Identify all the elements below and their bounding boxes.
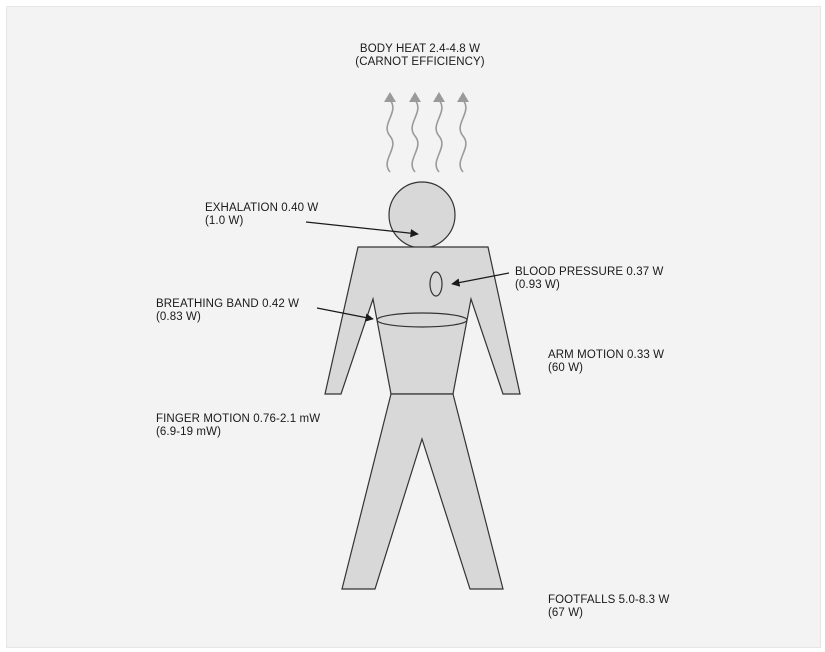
footfalls-label: FOOTFALLS 5.0-8.3 W (67 W) xyxy=(548,594,669,620)
heat-wave-4 xyxy=(460,100,466,172)
finger-motion-line1: FINGER MOTION 0.76-2.1 mW xyxy=(156,413,320,426)
finger-motion-line2: (6.9-19 mW) xyxy=(156,426,320,439)
exhalation-line2: (1.0 W) xyxy=(205,215,318,228)
body-heat-line1: BODY HEAT 2.4-4.8 W xyxy=(330,43,510,56)
exhalation-line1: EXHALATION 0.40 W xyxy=(205,202,318,215)
legs xyxy=(342,394,503,589)
arm-motion-line2: (60 W) xyxy=(548,362,664,375)
arm-motion-line1: ARM MOTION 0.33 W xyxy=(548,349,664,362)
footfalls-line2: (67 W) xyxy=(548,607,669,620)
body-heat-label: BODY HEAT 2.4-4.8 W (CARNOT EFFICIENCY) xyxy=(330,43,510,69)
exhalation-label: EXHALATION 0.40 W (1.0 W) xyxy=(205,202,318,228)
finger-motion-label: FINGER MOTION 0.76-2.1 mW (6.9-19 mW) xyxy=(156,413,320,439)
heat-wave-1 xyxy=(387,100,393,172)
body-heat-line2: (CARNOT EFFICIENCY) xyxy=(330,56,510,69)
head xyxy=(389,182,455,248)
heat-wave-3 xyxy=(436,100,442,172)
blood-pressure-line1: BLOOD PRESSURE 0.37 W xyxy=(515,266,663,279)
heat-arrowhead-1 xyxy=(384,92,396,102)
torso-and-arms xyxy=(325,247,520,394)
blood-pressure-line2: (0.93 W) xyxy=(515,279,663,292)
blood-pressure-label: BLOOD PRESSURE 0.37 W (0.93 W) xyxy=(515,266,663,292)
heat-wave-2 xyxy=(412,100,418,172)
heat-waves xyxy=(387,100,466,172)
arm-motion-label: ARM MOTION 0.33 W (60 W) xyxy=(548,349,664,375)
heat-arrowhead-3 xyxy=(433,92,445,102)
breathing-band-line1: BREATHING BAND 0.42 W xyxy=(156,298,299,311)
breathing-band-line2: (0.83 W) xyxy=(156,311,299,324)
heat-arrowhead-4 xyxy=(457,92,469,102)
heat-arrowhead-2 xyxy=(409,92,421,102)
heat-arrowheads xyxy=(384,92,469,102)
footfalls-line1: FOOTFALLS 5.0-8.3 W xyxy=(548,594,669,607)
breathing-band-label: BREATHING BAND 0.42 W (0.83 W) xyxy=(156,298,299,324)
